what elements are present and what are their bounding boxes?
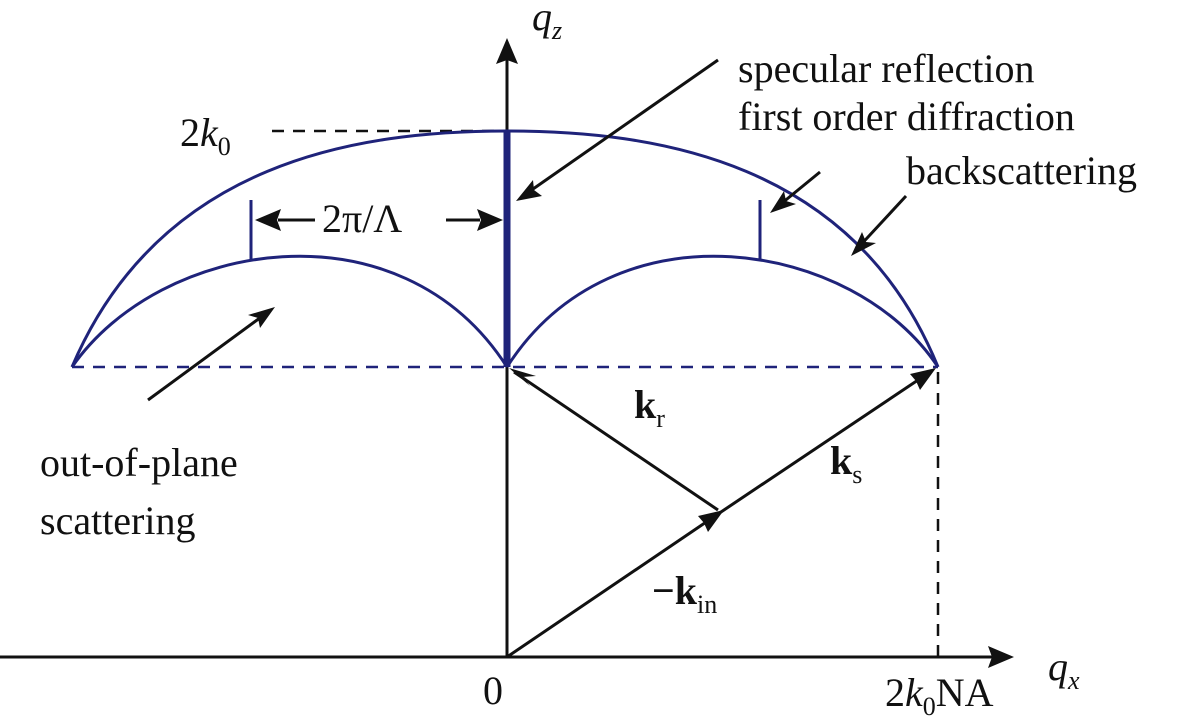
first-order-diffraction-label: first order diffraction (738, 94, 1075, 139)
vector-k-s (717, 370, 931, 516)
specular-reflection-label: specular reflection (738, 46, 1035, 91)
inner-arc-left (70, 254, 509, 368)
period-label: 2π/Λ (322, 196, 402, 241)
vector-k-in-arrowhead (698, 510, 724, 532)
diffraction-pointer-arrowhead (770, 191, 796, 213)
k-in-label: −kin (652, 568, 717, 619)
vector-k-r-arrowhead (509, 368, 536, 386)
period-arrow-right-head (477, 209, 503, 231)
backscattering-pointer-arrowhead (851, 232, 876, 256)
out-of-plane-pointer-arrowhead (248, 307, 275, 328)
qx-axis-arrowhead (988, 646, 1014, 668)
out-of-plane-label-line1: out-of-plane (40, 440, 238, 485)
qx-axis-label: qx (1048, 644, 1080, 695)
vector-k-r (513, 370, 719, 512)
out-of-plane-label-line2: scattering (40, 498, 196, 543)
k-s-label: ks (830, 438, 862, 489)
qz-axis-arrowhead (496, 38, 518, 64)
vector-k-s-arrowhead (910, 368, 936, 390)
vector-k-in (506, 512, 719, 659)
period-arrow-left-head (255, 209, 281, 231)
out-of-plane-pointer (147, 310, 269, 402)
k-r-label: kr (634, 382, 665, 433)
origin-label: 0 (483, 668, 503, 713)
backscattering-label: backscattering (906, 148, 1137, 193)
right-mark-label: 2k0NA (885, 670, 994, 718)
inner-arc-right (505, 254, 940, 368)
qz-axis-label: qz (532, 0, 562, 45)
specular-pointer (522, 58, 719, 198)
top-mark-label: 2k0 (180, 110, 231, 161)
specular-pointer-arrowhead (516, 180, 542, 201)
